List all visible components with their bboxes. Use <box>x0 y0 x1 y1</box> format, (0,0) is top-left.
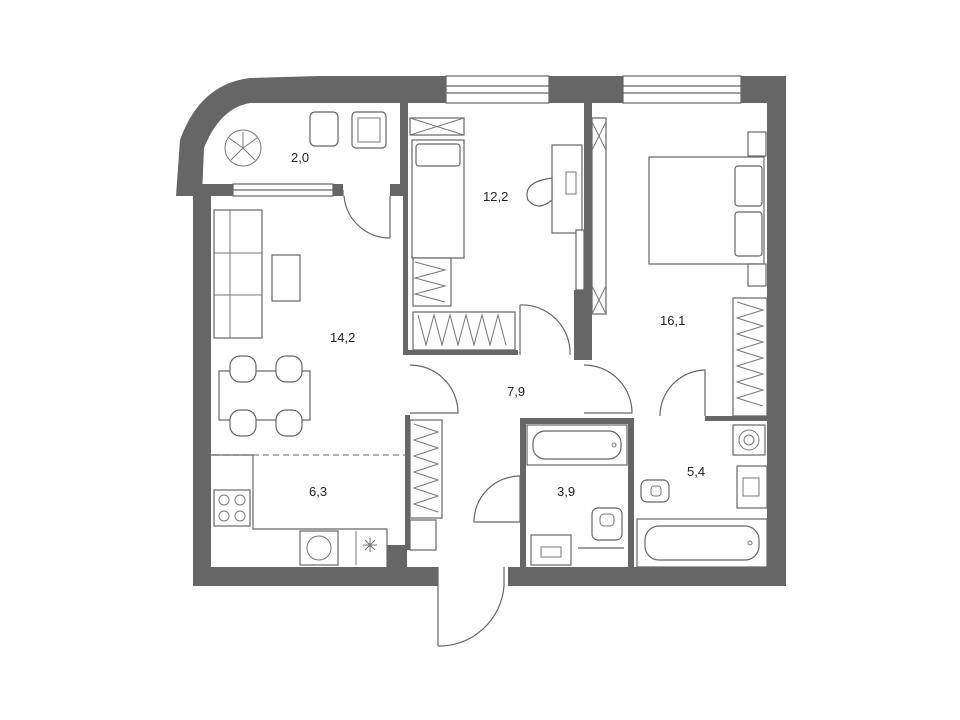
doors <box>342 190 706 647</box>
wall-balcony-bedroom <box>400 103 408 196</box>
window-small-bedroom <box>445 75 550 104</box>
wall-bath2-top <box>705 416 767 421</box>
toilet-icon <box>591 507 623 541</box>
door-small-bedroom <box>519 304 571 356</box>
area-living-room: 14,2 <box>330 330 355 345</box>
stove-icon <box>213 489 251 527</box>
wall-living-bedroom <box>403 196 408 354</box>
window-balcony <box>191 85 319 143</box>
balcony-armchair <box>351 111 387 149</box>
door-bathroom-2 <box>659 369 706 417</box>
sofa <box>213 209 263 339</box>
wall-balcony-curve <box>176 76 318 196</box>
washing-machine-icon <box>299 530 339 566</box>
area-hall: 7,9 <box>507 384 525 399</box>
door-master-bedroom <box>583 364 633 414</box>
washbasin-icon <box>530 534 572 566</box>
walls <box>176 76 786 586</box>
windows <box>191 75 742 197</box>
bathtub-icon <box>526 424 628 466</box>
area-bathroom-2: 5,4 <box>687 464 705 479</box>
wardrobe-small-2 <box>412 311 516 351</box>
wardrobe-small-1 <box>412 257 452 307</box>
door-balcony <box>343 195 391 239</box>
door-entrance <box>437 585 505 647</box>
wall-top-1 <box>318 76 446 103</box>
wall-bath1-top <box>520 418 632 424</box>
balcony-table <box>309 111 339 147</box>
bathtub-2-icon <box>636 518 768 568</box>
area-bathroom-1: 3,9 <box>557 484 575 499</box>
wall-bath1-left <box>520 418 526 568</box>
wardrobe-divider <box>575 229 585 291</box>
window-master-bedroom <box>622 75 742 104</box>
wall-niche <box>387 545 407 567</box>
wall-balcony-inner-left <box>193 184 233 196</box>
door-bathroom-1 <box>473 475 521 523</box>
plant-icon <box>224 129 262 167</box>
kitchen-counter <box>211 454 388 567</box>
wall-left <box>193 196 211 586</box>
wall-bottom-right <box>508 567 786 586</box>
area-master-bedroom: 16,1 <box>660 313 685 328</box>
nightstand-top <box>747 131 767 157</box>
desk <box>551 144 583 234</box>
area-kitchen: 6,3 <box>309 484 327 499</box>
wardrobe-tall <box>591 117 607 315</box>
boiler-icon <box>732 424 766 456</box>
wall-bottom-left <box>193 567 438 586</box>
hall-cabinet <box>409 519 437 551</box>
wall-bath1-right <box>628 418 634 568</box>
wall-between-bedrooms <box>584 103 592 293</box>
wall-top-2 <box>549 76 623 103</box>
sink-icon <box>355 531 377 565</box>
wall-bedroom-bottom <box>403 350 518 355</box>
nightstand-bottom <box>747 263 767 287</box>
wall-top-3 <box>741 76 786 103</box>
washbasin-2-icon <box>736 465 768 509</box>
toilet-2-icon <box>640 479 670 503</box>
furniture <box>211 111 768 568</box>
desk-chair <box>526 177 553 207</box>
dining-chairs <box>229 355 303 437</box>
area-small-bedroom: 12,2 <box>483 189 508 204</box>
wall-right <box>767 76 786 586</box>
wall-bedroom-column <box>574 290 592 360</box>
coffee-table <box>271 254 301 302</box>
door-living <box>409 364 459 414</box>
area-balcony: 2,0 <box>291 150 309 165</box>
wall-kitchen-hall <box>405 415 410 550</box>
area-labels: 2,0 12,2 16,1 14,2 7,9 6,3 3,9 5,4 <box>291 150 705 499</box>
wall-balcony-inner-mid <box>333 184 343 196</box>
